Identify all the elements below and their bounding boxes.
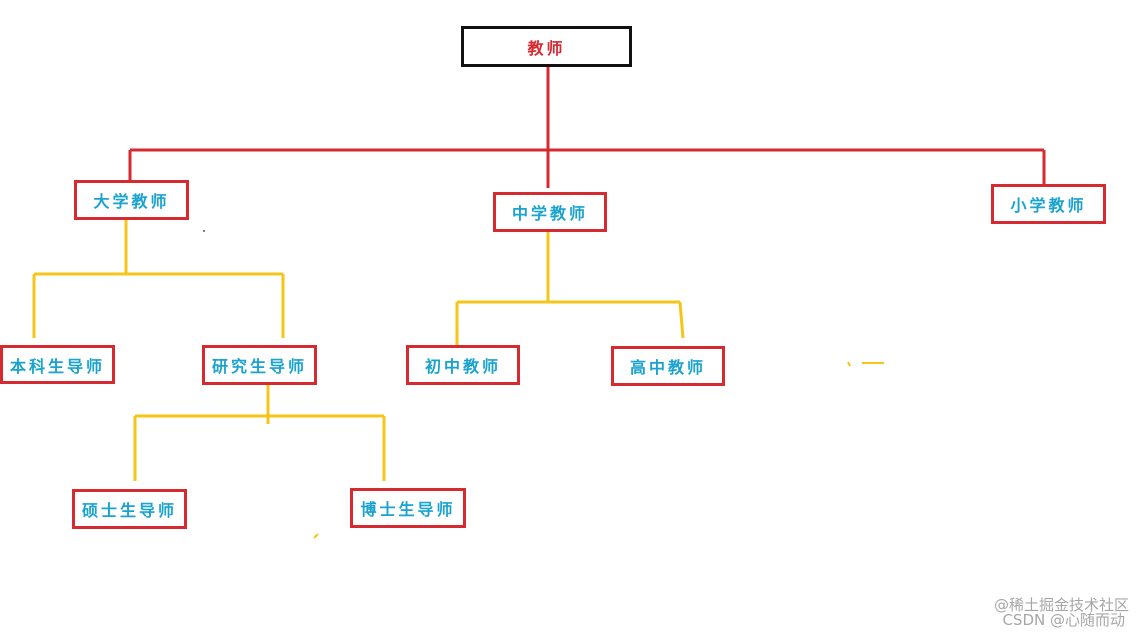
stray-mark: [313, 533, 319, 539]
watermark-csdn: CSDN @心随而动: [1002, 611, 1125, 629]
stray-mark: [847, 361, 851, 367]
root-node-label: 教师: [527, 38, 566, 58]
node-junior-high-teacher: 初中教师: [406, 345, 520, 385]
stray-dot: [203, 230, 205, 232]
node-label: 大学教师: [93, 192, 170, 211]
node-grad-advisor: 研究生导师: [202, 345, 317, 385]
red-connectors: [128, 66, 1046, 188]
watermark-juejin: @稀土掘金技术社区: [993, 596, 1129, 614]
node-label: 高中教师: [629, 358, 706, 377]
node-middle-school-teacher: 中学教师: [493, 192, 607, 232]
node-label: 初中教师: [424, 357, 501, 376]
node-label: 中学教师: [511, 204, 588, 223]
node-masters-advisor: 硕士生导师: [72, 489, 187, 529]
node-university-teacher: 大学教师: [74, 180, 189, 220]
root-node-teacher: 教师: [461, 26, 632, 67]
node-label: 本科生导师: [9, 356, 105, 376]
node-primary-school-teacher: 小学教师: [991, 184, 1106, 224]
node-senior-high-teacher: 高中教师: [611, 346, 725, 386]
node-label: 硕士生导师: [81, 501, 177, 520]
node-label: 小学教师: [1010, 196, 1087, 215]
yellow-connectors: [32, 219, 884, 539]
node-phd-advisor: 博士生导师: [350, 488, 466, 528]
senior-drop-line: [678, 301, 685, 339]
node-undergrad-advisor: 本科生导师: [0, 345, 115, 384]
node-label: 研究生导师: [211, 357, 307, 376]
node-label: 博士生导师: [360, 500, 456, 519]
